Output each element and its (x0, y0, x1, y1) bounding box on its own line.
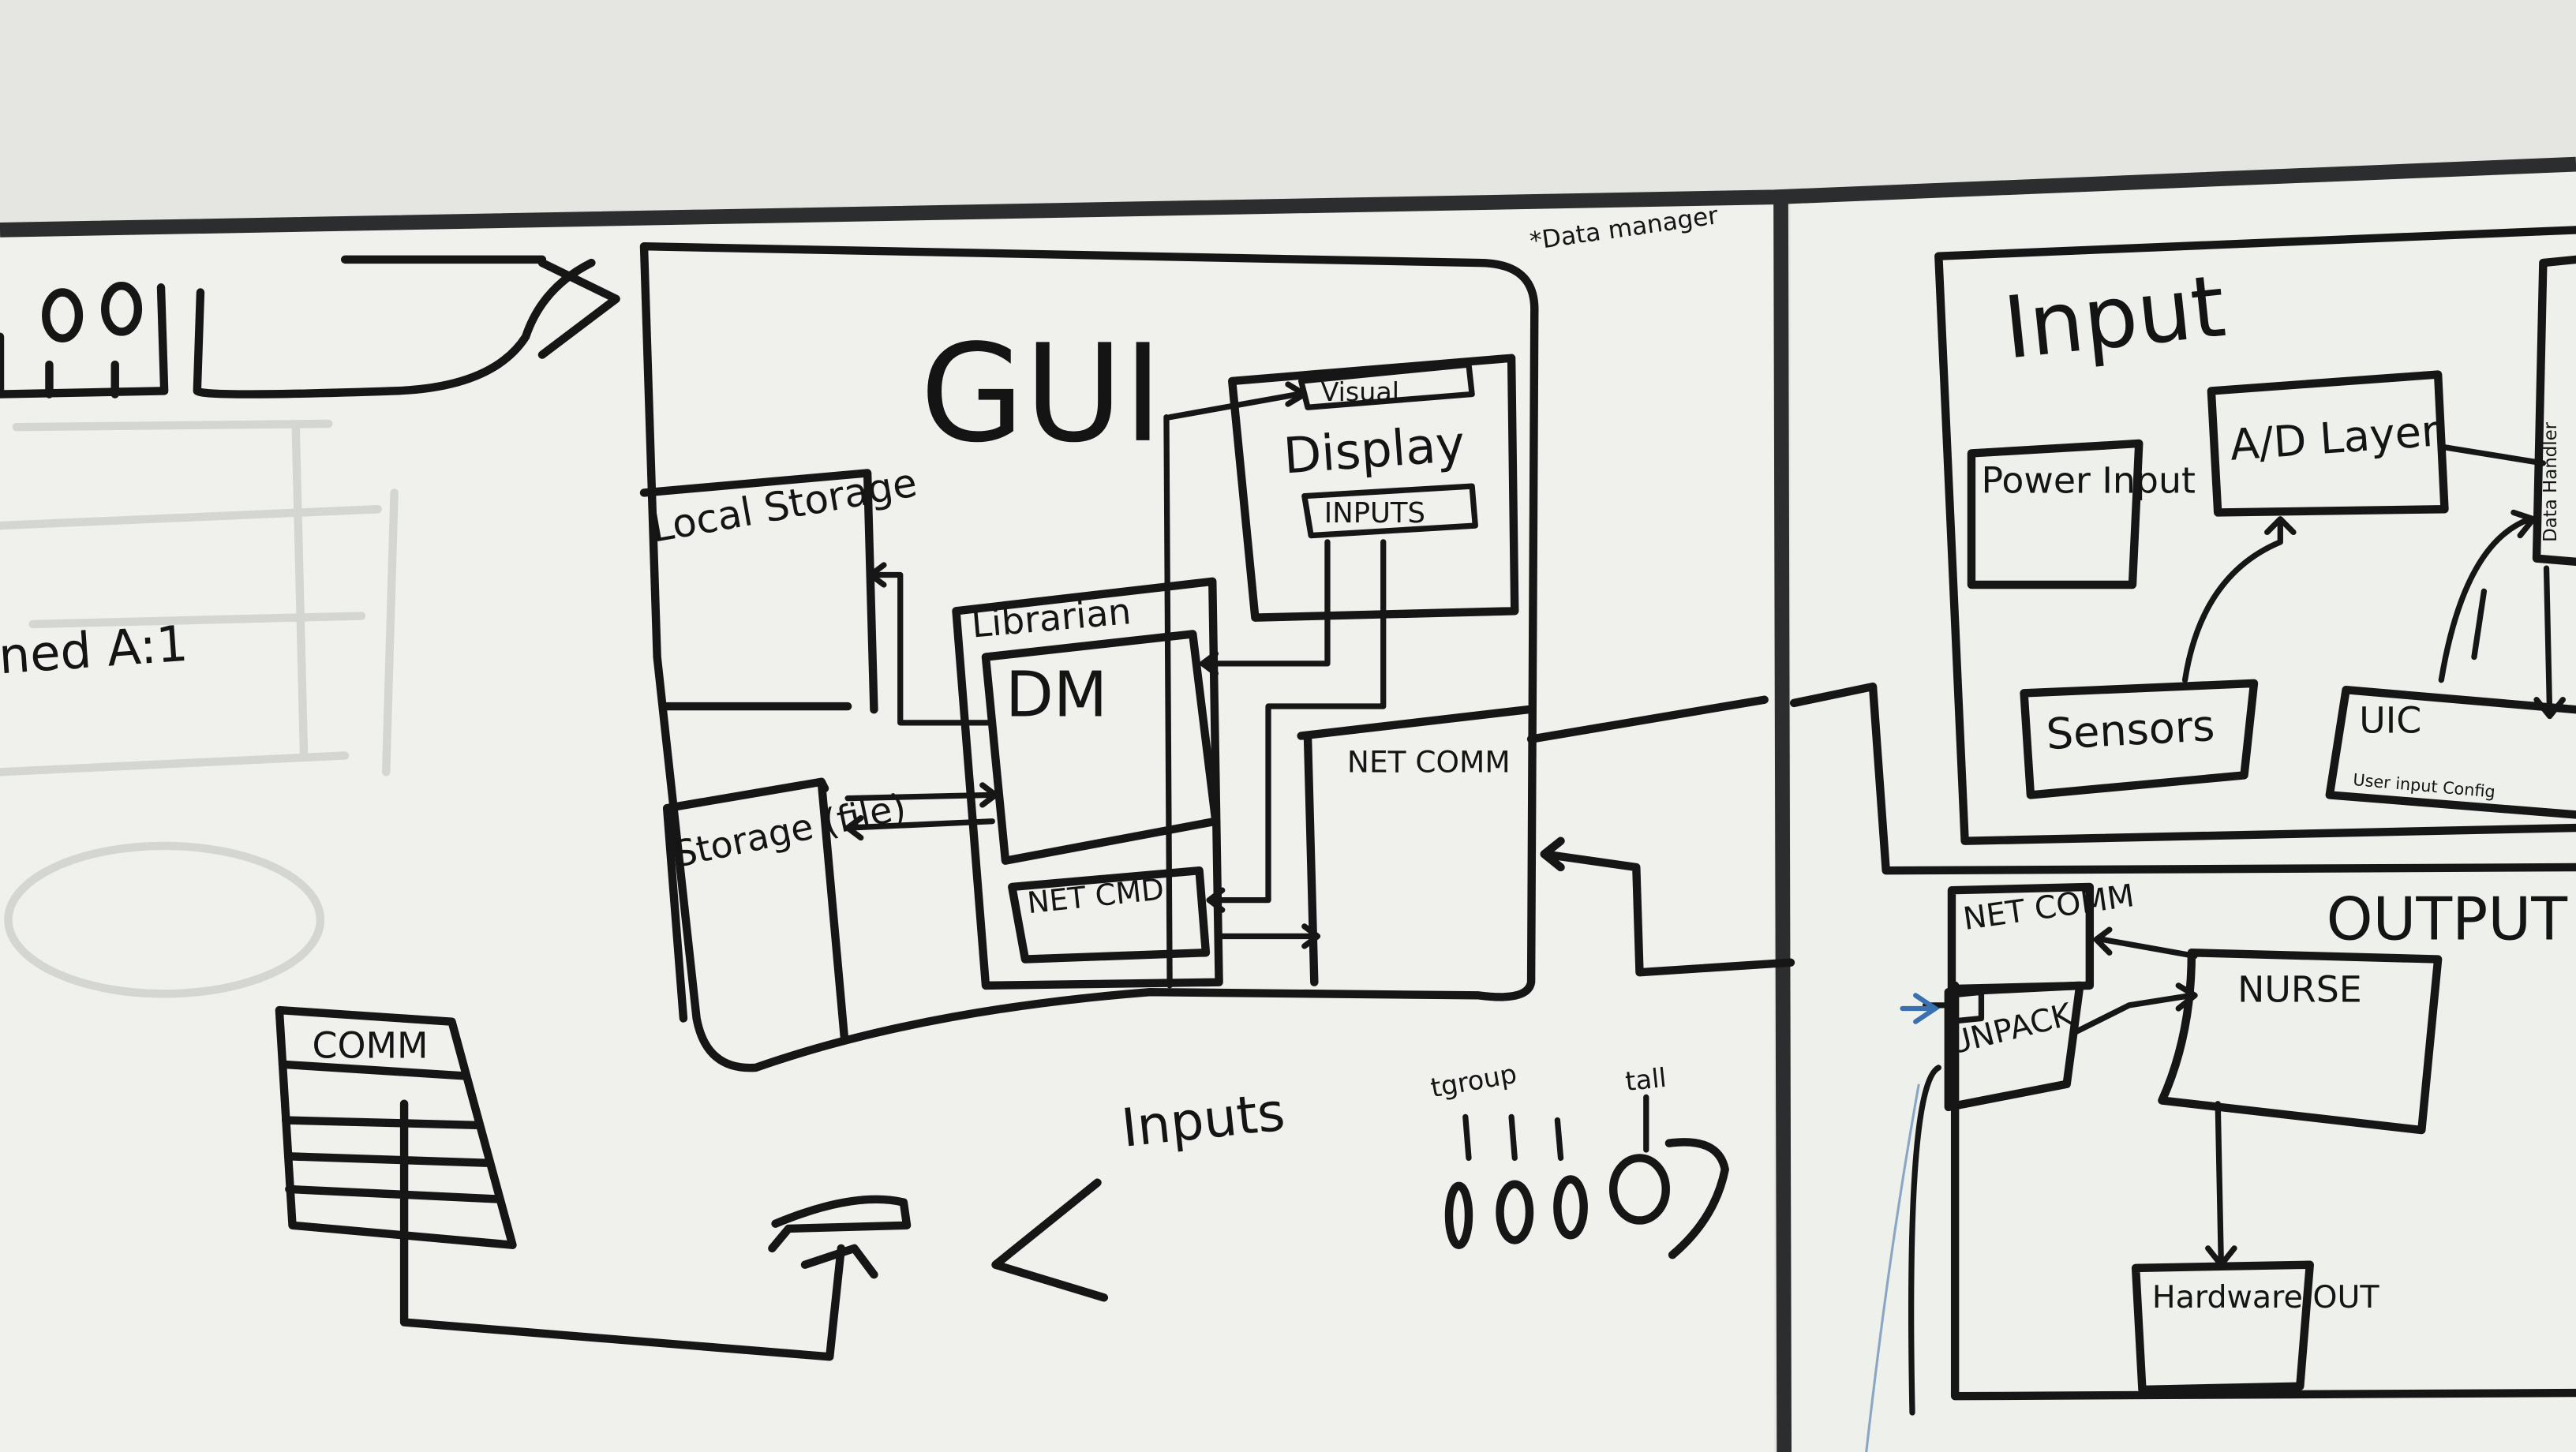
return-link (1540, 836, 1795, 977)
comm-table-header: COMM (313, 1024, 429, 1066)
nurse-label: NURSE (2237, 968, 2362, 1011)
sensors-label: Sensors (2045, 701, 2216, 759)
right-board (1790, 170, 2576, 1452)
dm-label: DM (1005, 659, 1107, 732)
net-comm-link (1526, 682, 2576, 875)
left-panel-drawings: ned A:1 COMM Inputs tgroup tall (0, 255, 1729, 1361)
data-handler-label: Data Handler (2540, 421, 2561, 542)
net-comm-gui-label: NET COMM (1347, 744, 1511, 779)
blue-marker-line (1865, 1083, 1920, 1452)
board-divider (1773, 196, 1792, 1452)
blue-marker-arrow (1900, 993, 1940, 1024)
tall-label: tall (1624, 1062, 1668, 1097)
erased-ghost-marks (0, 419, 399, 998)
input-title: Input (1999, 256, 2230, 379)
display-inputs-label: INPUTS (1324, 497, 1425, 530)
gui-title: GUI (920, 316, 1163, 473)
left-board (0, 193, 1775, 1452)
power-input-label: Power Input (1981, 458, 2196, 501)
gui-architecture-diagram: *Data manager GUI Local Storage Storage … (639, 201, 1720, 1072)
output-title: OUTPUT (2327, 885, 2568, 954)
fragment-text: ned A:1 (0, 615, 189, 686)
board-top-frame (0, 156, 2576, 238)
uic-label: UIC (2359, 698, 2421, 741)
display-label: Display (1282, 415, 1467, 485)
hardware-out-label: Hardware OUT (2152, 1279, 2379, 1315)
visual-label: Visual (1321, 376, 1399, 407)
